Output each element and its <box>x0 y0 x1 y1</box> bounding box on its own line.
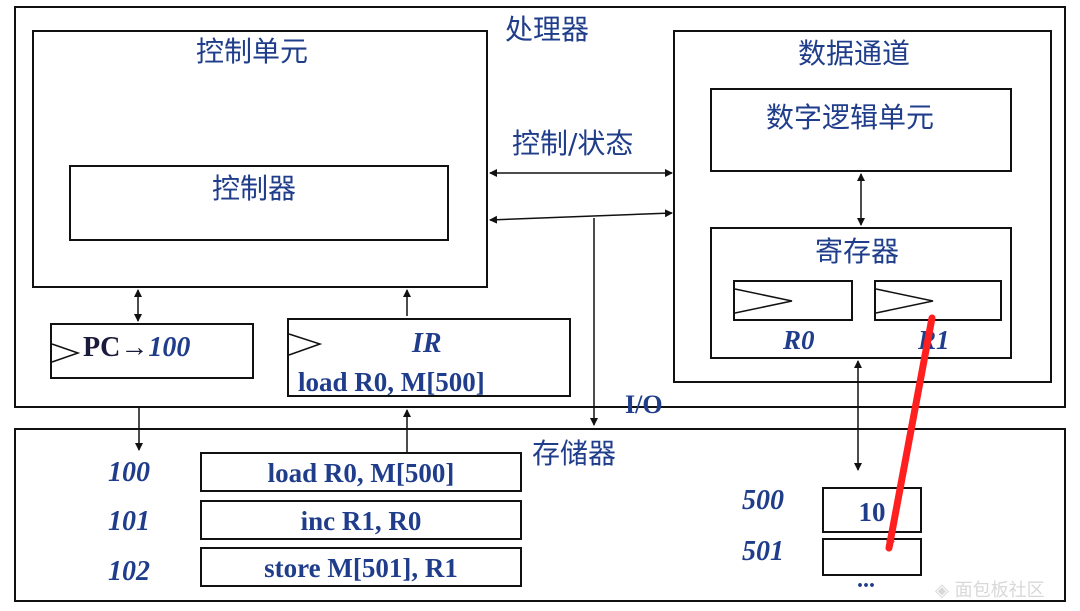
control-unit-title: 控制单元 <box>196 35 309 68</box>
memory-cell-content: store M[501], R1 <box>264 553 458 583</box>
control-status-label: 控制/状态 <box>512 127 634 160</box>
control-unit-box <box>32 30 488 288</box>
io-label: I/O <box>625 390 663 419</box>
data-cell-content: 10 <box>858 497 886 527</box>
datapath-title: 数据通道 <box>798 37 911 70</box>
ir-register-box <box>287 318 571 397</box>
memory-box <box>14 428 1066 602</box>
pc-label: PC→ <box>83 332 149 363</box>
memory-cell: inc R1, R0 <box>200 500 522 540</box>
pc-label-group: PC→100 <box>83 334 190 362</box>
memory-ellipsis: ... <box>857 567 875 593</box>
datapath-box <box>673 30 1052 383</box>
memory-cell: store M[501], R1 <box>200 547 522 587</box>
registers-box <box>710 227 1012 359</box>
registers-title: 寄存器 <box>815 235 900 268</box>
memory-cell: load R0, M[500] <box>200 452 522 492</box>
pc-value: 100 <box>148 332 191 363</box>
instruction-address: 100 <box>108 457 150 488</box>
watermark-logo: ◈ 面包板社区 <box>935 580 1045 601</box>
r1-register-box <box>874 280 1002 321</box>
controller-label: 控制器 <box>212 172 297 205</box>
ir-instruction: load R0, M[500] <box>298 367 485 397</box>
processor-box <box>14 6 1066 408</box>
pc-register-box <box>50 323 254 379</box>
data-cell: 10 <box>822 487 922 533</box>
memory-title: 存储器 <box>532 437 617 470</box>
data-cell <box>822 538 922 576</box>
alu-label: 数字逻辑单元 <box>766 101 935 134</box>
ir-label: IR <box>412 328 442 359</box>
instruction-address: 102 <box>108 556 150 587</box>
alu-box <box>710 88 1012 172</box>
memory-cell-content: load R0, M[500] <box>267 458 455 488</box>
r0-register-box <box>733 280 853 321</box>
r0-label: R0 <box>783 325 815 355</box>
memory-cell-content: inc R1, R0 <box>300 506 422 536</box>
processor-title: 处理器 <box>505 13 590 46</box>
instruction-address: 101 <box>108 506 150 537</box>
data-address: 501 <box>742 536 784 567</box>
r1-label: R1 <box>918 325 950 355</box>
controller-box <box>69 165 449 241</box>
data-address: 500 <box>742 485 784 516</box>
